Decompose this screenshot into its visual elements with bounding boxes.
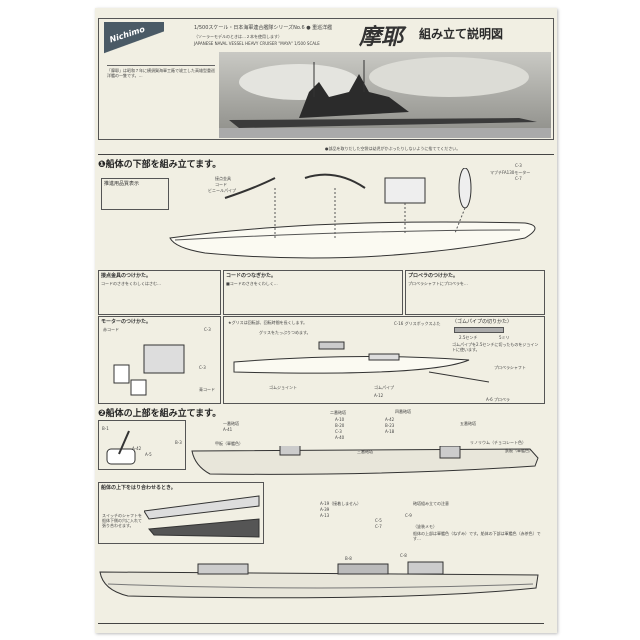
label-c7-s2: C-7 (375, 524, 382, 529)
assembled-ship-diagram (99, 561, 539, 599)
label-contact: 接点金具 (215, 176, 231, 181)
label-rubber-pipe: ゴムパイプ (374, 385, 394, 390)
paint-memo-title: （塗装メモ） (413, 524, 437, 529)
label-blue-cord: 青コード (199, 387, 215, 392)
label-a6: A-6 プロペラ (486, 397, 510, 402)
grease-note: ★グリスは回転部、回転時間を長くします。 (228, 320, 308, 325)
paint-memo-text: 船体の上部は軍艦色（ねずみ）です。船体の下部は軍艦色（赤茶色）です… (413, 531, 541, 541)
safety-warning: ●部品を取りだした空袋は幼児がかぶったりしないように捨ててください。 (325, 146, 461, 151)
label-c3b: C-3 (199, 365, 206, 370)
motor-diagram (113, 344, 185, 396)
label-b23: B-23 (385, 423, 395, 428)
label-a5: A-5 (145, 452, 152, 457)
label-a19: A-19（接着しません） (320, 501, 362, 506)
switch-detail-box: B-1 (98, 420, 186, 470)
document-title: 組み立て説明図 (419, 27, 504, 41)
propeller-box-title: プロペラのつけかた。 (408, 273, 459, 279)
label-linoleum: リノリウム（チョコレート色） (470, 440, 526, 445)
contact-box-text: コードのさきをくわしくはさむ… (101, 281, 161, 286)
label-turret2: 二番砲塔 (330, 410, 346, 415)
propeller-box: プロペラのつけかた。プロペラシャフトにプロペラを… (405, 270, 545, 315)
label-prop-shaft: プロペラシャフト (494, 365, 526, 370)
cord-box: コードのつなぎかた。 ■コードのさきをくわしく… (223, 270, 403, 315)
label-c3-s2: C-3 (335, 429, 342, 434)
label-b8: B-8 (345, 556, 352, 561)
label-iron-plate: 鉄板（軍艦色） (505, 448, 533, 453)
label-c3a: C-3 (204, 327, 211, 332)
upper-hull-diagram (191, 446, 539, 475)
propeller-box-text: プロペラシャフトにプロペラを… (408, 281, 468, 286)
pipe-box-title: （ゴムパイプの切りかた） (452, 319, 513, 325)
label-a18: A-18 (385, 429, 395, 434)
label-5mm: 5ミリ (499, 335, 510, 340)
label-c16: C-16 グリスボックスふた (394, 321, 441, 326)
label-a42-detail: A-42 (132, 446, 142, 451)
grease-box: ★グリスは回転部、回転時間を長くします。 C-16 グリスボックスふた グリスを… (223, 316, 545, 404)
header-box: Nichimo 1/500スケール・日本海軍連合艦隊シリーズNo.6 ● 重巡洋… (98, 18, 554, 140)
motor-box-title: モーターのつけかた。 (101, 319, 152, 325)
label-turret1: 一番砲塔 (223, 421, 239, 426)
intro-text: 「摩耶」は昭和７年に横須賀海軍工廠で竣工した高雄型重巡洋艦の一隻です。… (107, 65, 215, 135)
switch-diagram (106, 430, 136, 465)
spec-box: 推進用品質表示 (101, 178, 169, 210)
note-line: （ソーラーモデルのときは…２本を使用します） (194, 34, 282, 39)
label-c5: C-5 (375, 518, 382, 523)
label-2-5cm: 2.5センチ (459, 335, 478, 340)
label-cord: コード (215, 182, 227, 187)
label-turret4: 四番砲塔 (395, 409, 411, 414)
lower-hull-diagram (169, 168, 536, 259)
label-deck: 甲板（軍艦色） (215, 441, 243, 446)
ship-name: 摩耶 (359, 25, 404, 50)
hull-join-diagram (144, 495, 260, 538)
join-box-title: 船体の上下をはり合わせるとき。 (101, 485, 176, 491)
divider (98, 154, 554, 155)
join-box-text: スイッチのシャフトを船体下側の穴に入れて張り合わせます。 (102, 513, 142, 528)
label-c8: C-8 (400, 553, 407, 558)
label-rubber-joint: ゴムジョイント (269, 385, 297, 390)
label-turret3: 三番砲塔 (357, 449, 373, 454)
ship-painting (219, 52, 551, 138)
label-turret5: 五番砲塔 (460, 421, 476, 426)
label-b3: B-3 (175, 440, 182, 445)
contact-box-title: 接点金具のつけかた。 (101, 273, 152, 279)
label-red-cord: 赤コード (103, 327, 119, 332)
section1-title: ❶船体の下部を組み立てます。 (98, 160, 222, 170)
logo-text: Nichimo (108, 24, 146, 45)
label-a40: A-40 (335, 435, 345, 440)
label-a39: A-39 (320, 507, 330, 512)
spec-box-title: 推進用品質表示 (104, 181, 140, 187)
cord-box-text: ■コードのさきをくわしく… (226, 281, 278, 286)
join-box: 船体の上下をはり合わせるとき。 スイッチのシャフトを船体下側の穴に入れて張り合わ… (98, 482, 264, 544)
label-a41: A-41 (223, 427, 233, 432)
label-a12: A-12 (374, 393, 384, 398)
hull-stern-diagram (233, 341, 489, 383)
label-c7: C-7 (515, 176, 522, 181)
label-vinyl-pipe: ビニールパイプ (208, 188, 236, 193)
label-b20: B-20 (335, 423, 345, 428)
contact-box: 接点金具のつけかた。コードのさきをくわしくはさむ… (98, 270, 221, 315)
turret-notes-title: 砲塔組み立ての注意 (413, 501, 449, 506)
brand-logo: Nichimo (104, 22, 164, 62)
label-a13: A-13 (320, 513, 330, 518)
label-c3: C-3 (515, 163, 522, 168)
cord-box-title: コードのつなぎかた。 (226, 273, 277, 279)
pipe-box-text: ゴムパイプを2.5センチに切ったものをジョイントに使います。 (452, 342, 539, 352)
series-line: 1/500スケール・日本海軍連合艦隊シリーズNo.6 ● 重巡洋艦 (194, 25, 333, 31)
section2-title: ❷船体の上部を組み立てます。 (98, 409, 222, 419)
bottom-rule (98, 623, 544, 624)
label-a10: A-10 (335, 417, 345, 422)
label-motor: マブチFA130モーター (490, 170, 531, 175)
label-c9: C-9 (405, 513, 412, 518)
english-title: JAPANESE NAVAL VESSEL HEAVY CRUISER "MAY… (194, 41, 320, 46)
pipe-drawing (454, 327, 504, 333)
label-b1: B-1 (102, 426, 109, 431)
instruction-sheet: Nichimo 1/500スケール・日本海軍連合艦隊シリーズNo.6 ● 重巡洋… (95, 8, 557, 633)
motor-box: モーターのつけかた。 赤コード C-3 C-3 青コード (98, 316, 221, 404)
label-grease: グリスをたっぷりつめます。 (259, 330, 311, 335)
label-a42: A-42 (385, 417, 395, 422)
